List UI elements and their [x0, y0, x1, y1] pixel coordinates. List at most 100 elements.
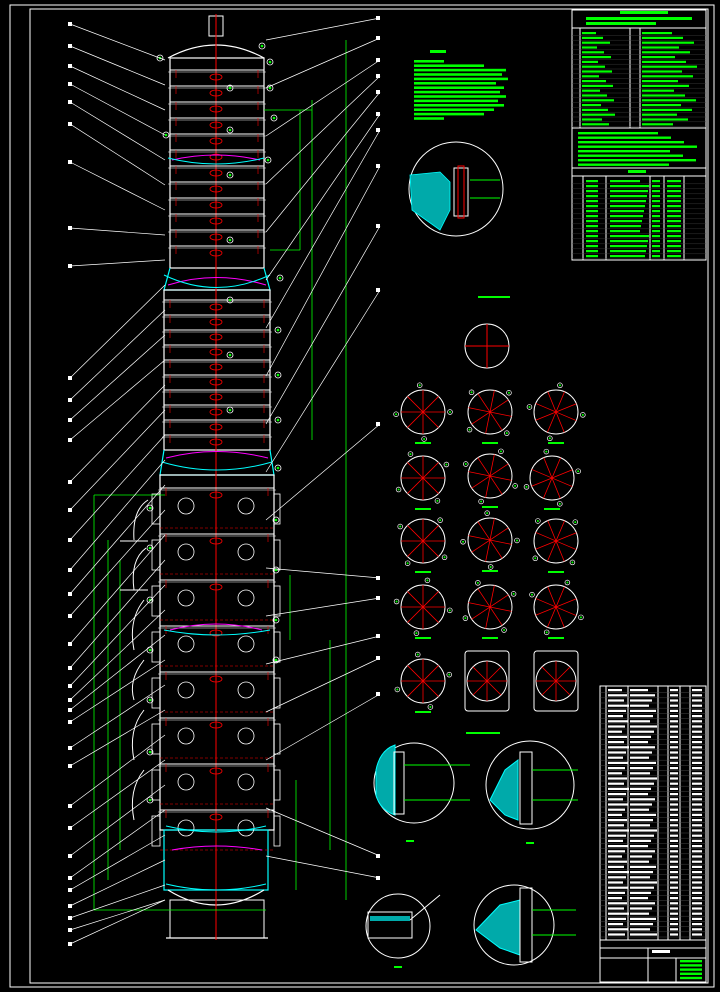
nozzle-marker: [146, 748, 154, 756]
orientation-view: [467, 584, 513, 630]
nozzle-marker: [272, 566, 280, 574]
nozzle-marker: [274, 326, 282, 334]
middle-shell: [163, 289, 271, 451]
leader-line: [69, 684, 166, 749]
orientation-view: [467, 453, 513, 499]
leader-line: [69, 161, 166, 211]
nozzle-marker: [266, 58, 274, 66]
leader-line: [69, 659, 166, 723]
orientation-view: [467, 389, 513, 435]
leader-line: [69, 899, 166, 945]
leader-line: [69, 359, 166, 441]
leader-line: [265, 635, 381, 665]
nozzle-marker: [226, 84, 234, 92]
leader-line: [69, 101, 166, 161]
leader-line: [69, 634, 166, 711]
leader-line: [265, 17, 381, 41]
nozzle-marker: [146, 796, 154, 804]
leader-line: [69, 559, 166, 669]
leader-line: [69, 309, 166, 401]
leader-line: [265, 807, 381, 857]
nozzle-marker: [226, 351, 234, 359]
orientation-view: [529, 455, 575, 501]
nozzle-marker: [146, 544, 154, 552]
nozzle-marker: [162, 131, 170, 139]
orientation-view-boxed: [464, 650, 510, 712]
leader-line: [69, 834, 166, 891]
orientation-view: [533, 584, 579, 630]
nozzle-marker: [274, 416, 282, 424]
leader-line: [69, 65, 166, 111]
leader-line: [69, 83, 166, 136]
nozzle-marker: [272, 656, 280, 664]
leader-line: [265, 657, 381, 713]
leader-line: [69, 434, 166, 541]
nozzle-marker: [266, 84, 274, 92]
nozzle-marker: [264, 156, 272, 164]
nozzle-marker: [156, 54, 164, 62]
orientation-view: [533, 518, 579, 564]
nozzle-marker: [226, 296, 234, 304]
nozzle-marker: [272, 516, 280, 524]
nozzle-marker: [226, 126, 234, 134]
orientation-view-boxed: [533, 650, 579, 712]
tray-layout-reference: [464, 296, 510, 369]
nozzle-marker: [226, 171, 234, 179]
leader-line: [265, 423, 381, 521]
nozzle-marker: [146, 504, 154, 512]
leader-line: [69, 584, 166, 687]
nozzle-marker: [272, 616, 280, 624]
nozzle-marker: [270, 114, 278, 122]
leader-line: [69, 809, 166, 879]
upper-shell: [169, 57, 265, 269]
nozzle-marker: [274, 464, 282, 472]
leader-line: [265, 75, 381, 185]
leader-line: [265, 855, 381, 879]
leader-line: [69, 509, 166, 617]
leader-line: [69, 384, 166, 483]
leader-line: [69, 899, 166, 931]
transition-cone-2: [159, 449, 275, 476]
leader-line: [69, 259, 166, 267]
leader-line: [69, 123, 166, 186]
leader-line: [265, 59, 381, 137]
nozzle-marker: [226, 406, 234, 414]
detail-circle-4: [473, 884, 576, 966]
leader-line: [69, 23, 166, 61]
nozzle-marker: [276, 274, 284, 282]
detail-circle-3: [365, 893, 441, 968]
leader-line: [265, 225, 381, 425]
detail-circle-2: [485, 740, 578, 844]
leader-line: [69, 734, 166, 807]
detail-flange-top: [408, 141, 504, 237]
nozzle-marker: [226, 236, 234, 244]
leader-line: [265, 693, 381, 761]
transition-cone-1: [163, 267, 271, 291]
leader-line: [69, 784, 166, 857]
leader-line: [69, 334, 166, 421]
leader-line: [69, 709, 166, 767]
leader-line: [69, 459, 166, 571]
column-elevation: [68, 14, 381, 946]
nozzle-marker: [146, 596, 154, 604]
parts-list-table: [599, 685, 707, 983]
leader-line: [69, 227, 166, 236]
detail-circle-1: [373, 742, 470, 842]
leader-line: [265, 289, 381, 473]
leader-line: [265, 165, 381, 377]
leader-line: [69, 859, 166, 907]
leader-line: [265, 567, 381, 579]
leader-line: [265, 129, 381, 329]
design-data-table: [571, 9, 707, 261]
nozzle-marker: [258, 42, 266, 50]
leader-line: [69, 284, 166, 379]
side-piping: [120, 499, 149, 821]
orientation-view: [533, 389, 579, 435]
detail-views: [365, 141, 586, 968]
outer-border: [9, 4, 715, 988]
leader-line: [69, 884, 166, 919]
leader-line: [265, 37, 381, 89]
leader-line: [69, 609, 166, 701]
leader-line: [265, 113, 381, 281]
